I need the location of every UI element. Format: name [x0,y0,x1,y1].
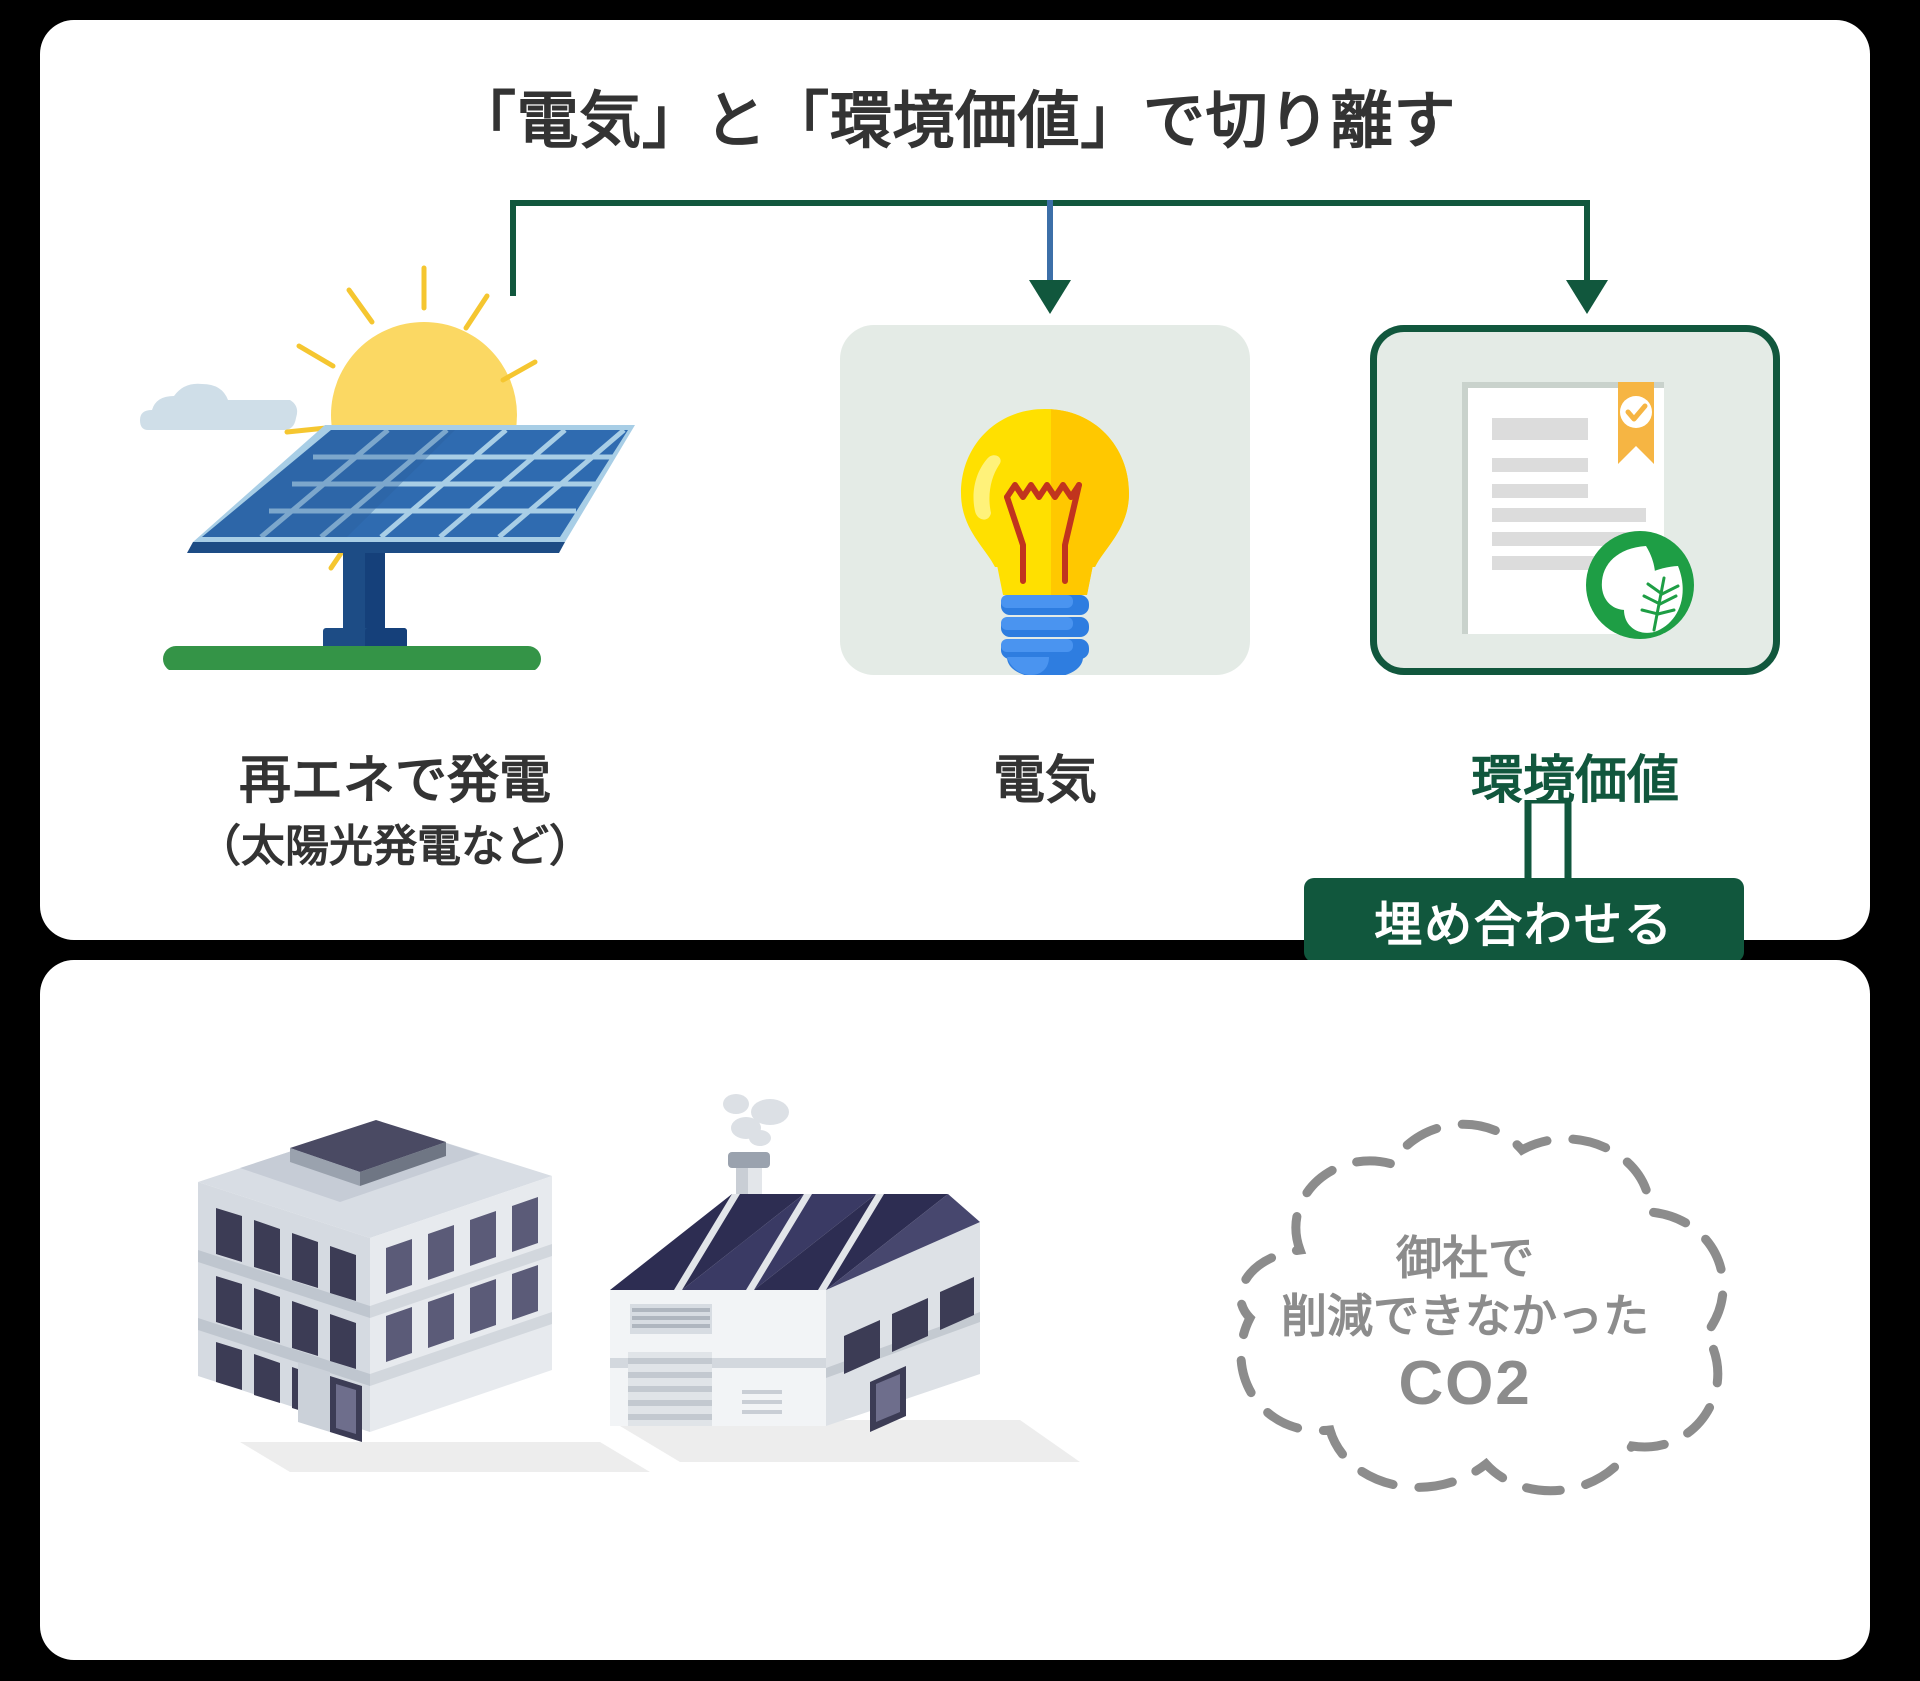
offset-badge-label: 埋め合わせる [1374,899,1674,952]
solar-panel-illustration [135,250,655,670]
solar-panel-icon [163,425,635,670]
cloud-icon [140,383,298,430]
arrow-down-right-icon [1566,280,1608,314]
top-panel: 「電気」と「環境価値」で切り離す [40,20,1870,940]
column-sublabel-solar: （太陽光発電など） [197,822,593,871]
co2-cloud-icon [1236,1119,1728,1496]
office-and-factory-icon [198,1094,1080,1472]
page-title: 「電気」と「環境価値」で切り離す [454,87,1456,156]
column-label-electricity: 電気 [992,752,1097,810]
connector-left-branch [510,200,516,296]
arrow-down-middle-icon [1029,280,1071,314]
connector-right-branch [1584,200,1590,282]
certificate-icon [1462,382,1694,639]
lightbulb-icon [961,409,1129,675]
column-label-solar: 再エネで発電 [238,752,551,810]
offset-badge: 埋め合わせる [1304,878,1744,962]
column-label-environmental-value: 環境価値 [1470,752,1679,810]
connector-middle-branch [1047,200,1053,282]
